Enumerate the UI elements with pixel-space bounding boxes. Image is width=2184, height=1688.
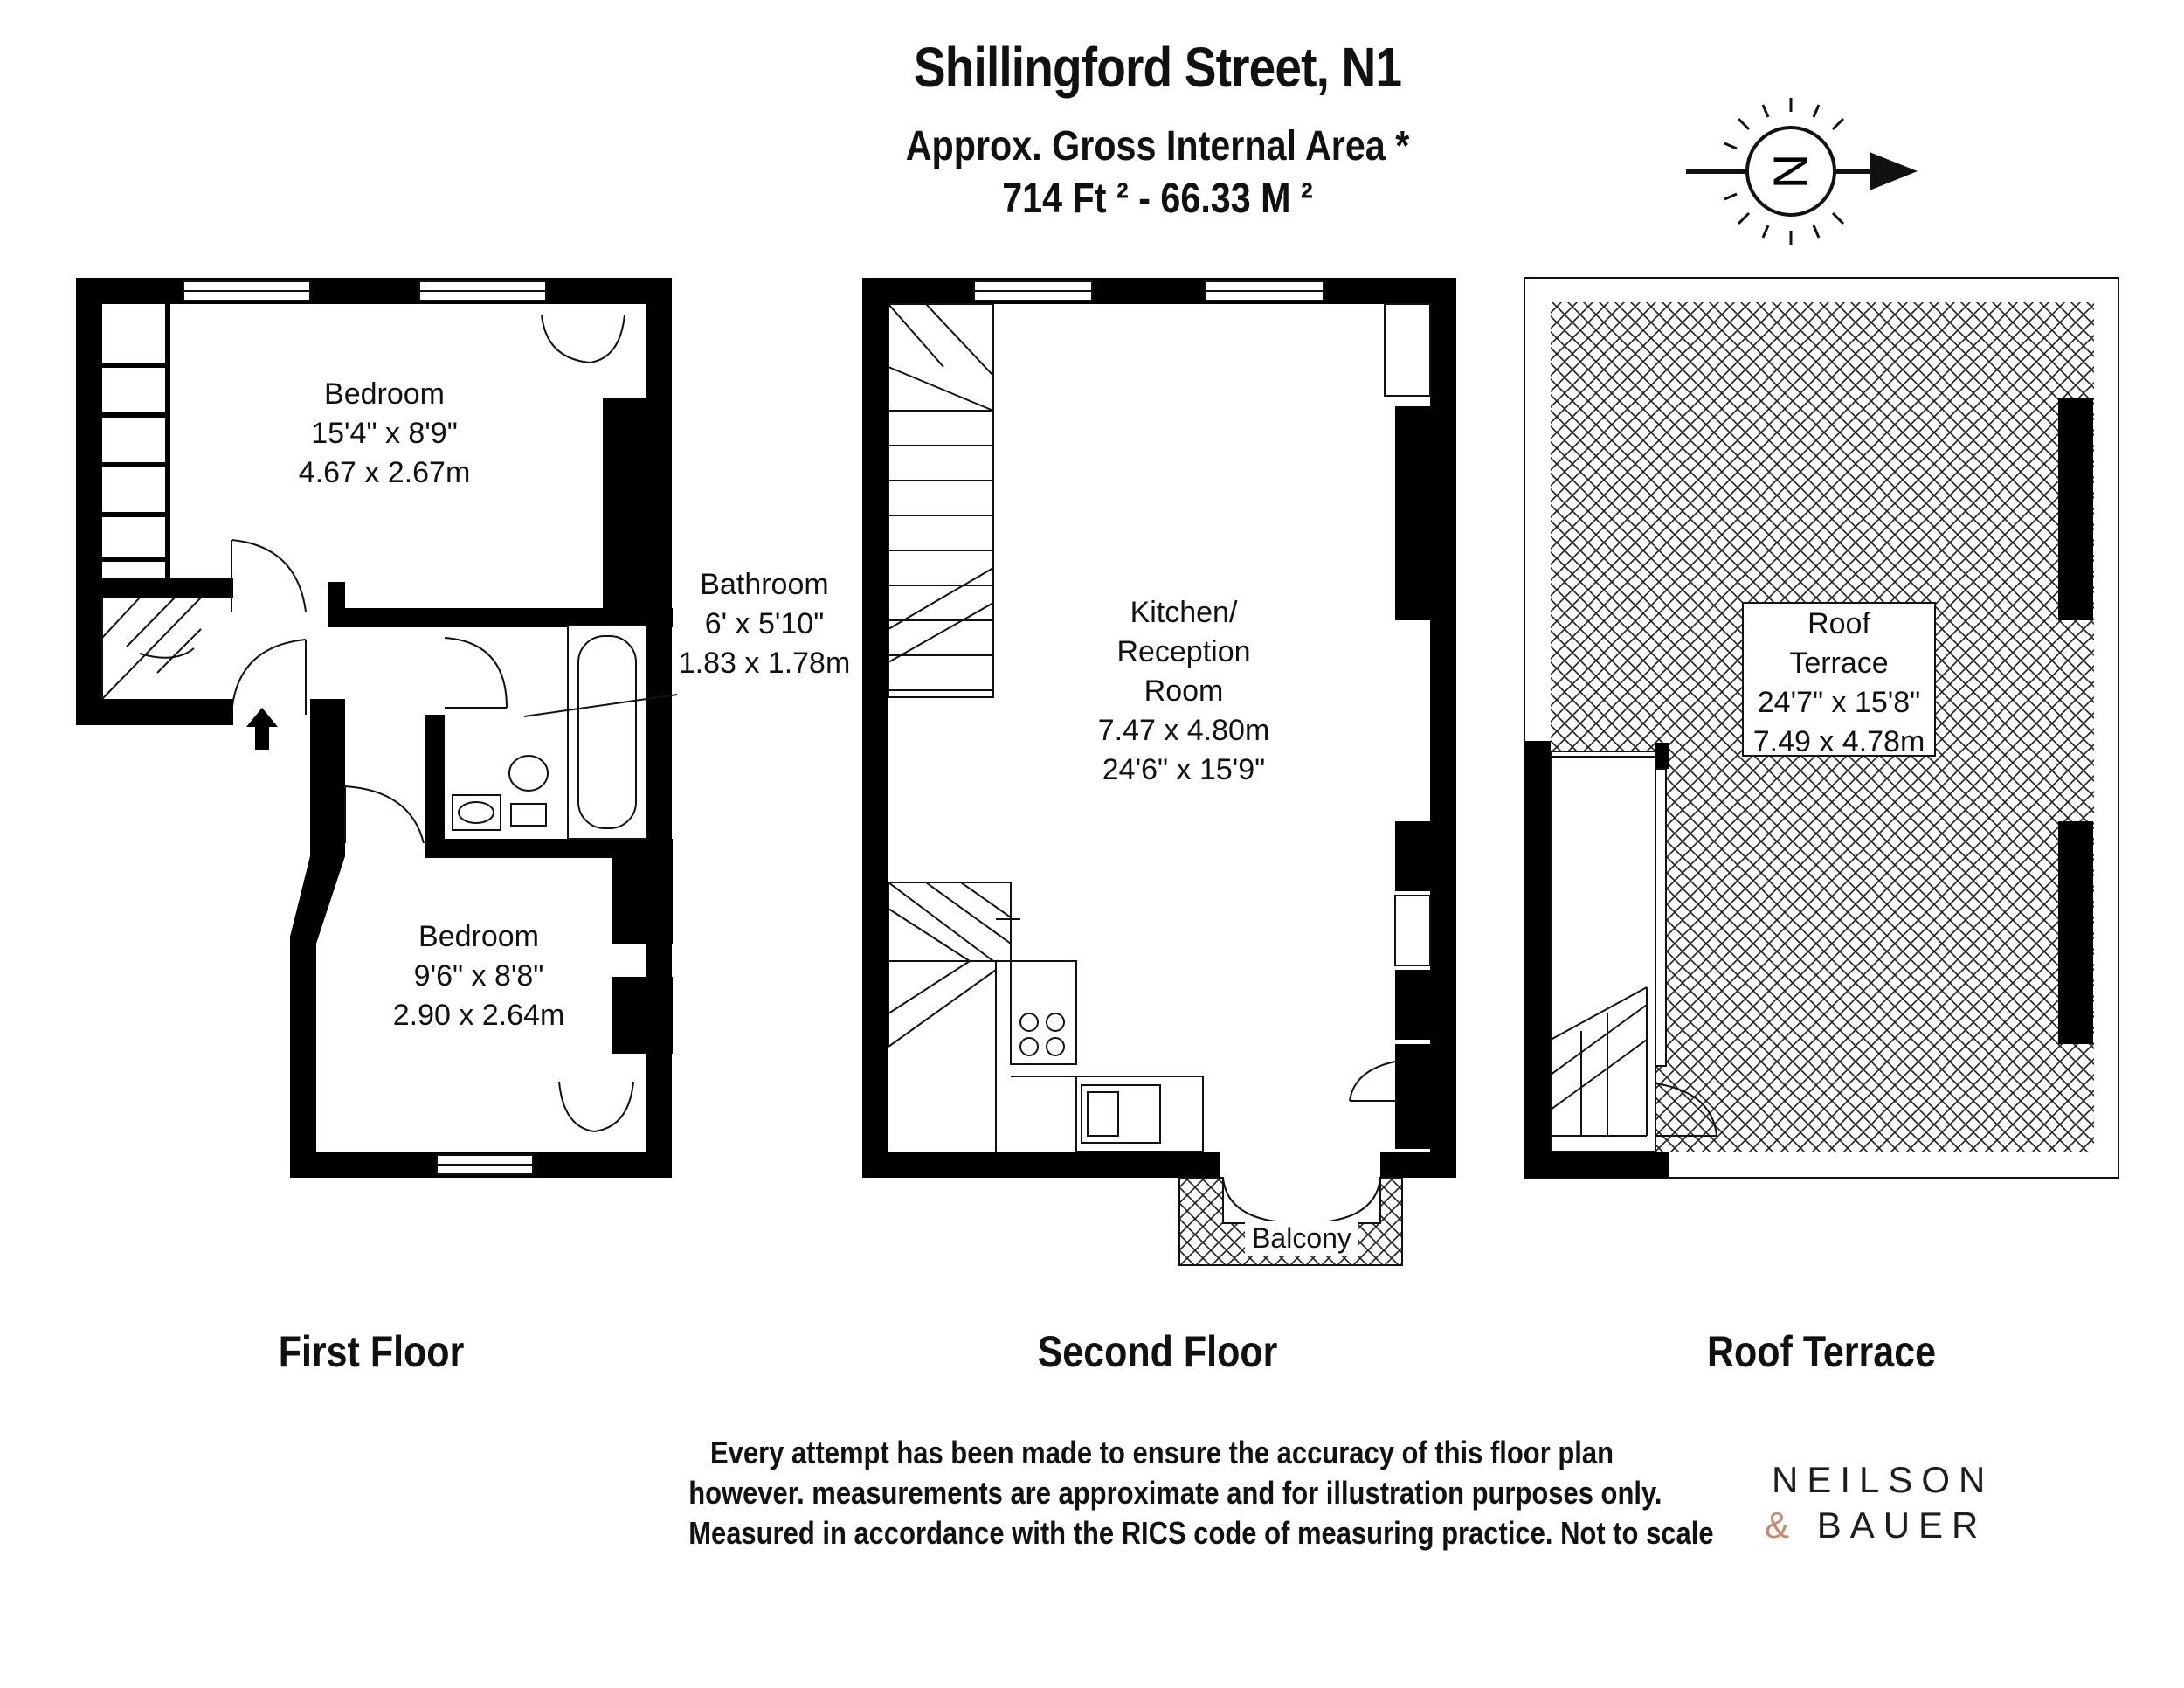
balcony — [1178, 1177, 1403, 1266]
page-title: Shillingford Street, N1 — [913, 36, 1402, 99]
room-dims-bedroom1-metric: 4.67 x 2.67m — [299, 456, 471, 489]
disclaimer-line-2: however. measurements are approximate an… — [688, 1475, 1662, 1511]
room-dims-bedroom2-imperial: 9'6" x 8'8" — [414, 959, 544, 993]
room-name-kitchen-1: Kitchen/ — [1130, 596, 1238, 629]
room-dims-kitchen-metric: 7.47 x 4.80m — [1098, 714, 1270, 747]
brand-logo-word: BAUER — [1816, 1505, 1987, 1546]
room-name-kitchen-3: Room — [1144, 675, 1224, 708]
room-name-bedroom2: Bedroom — [418, 920, 539, 953]
room-dims-bedroom2-metric: 2.90 x 2.64m — [393, 999, 565, 1032]
room-name-balcony: Balcony — [1252, 1222, 1351, 1254]
floor-label-second: Second Floor — [1037, 1327, 1278, 1376]
second-floor-walls — [862, 278, 1456, 1178]
room-dims-roof-imperial: 24'7" x 15'8" — [1758, 686, 1920, 719]
brand-ampersand: & — [1765, 1505, 1799, 1546]
room-name-bathroom: Bathroom — [700, 568, 828, 601]
area-heading: Approx. Gross Internal Area * — [905, 123, 1410, 169]
north-compass-icon: N — [1686, 98, 1918, 245]
room-name-roof-1: Roof — [1807, 607, 1870, 640]
brand-logo-line-2: & BAUER — [1765, 1505, 1987, 1546]
floor-label-roof: Roof Terrace — [1706, 1327, 1937, 1376]
disclaimer-line-3: Measured in accordance with the RICS cod… — [688, 1515, 1714, 1551]
area-value: 714 Ft ² - 66.33 M ² — [1002, 176, 1313, 222]
first-floor-walls — [76, 278, 673, 1178]
first-floor-plan — [76, 278, 678, 1178]
roof-terrace-plan — [1524, 277, 2119, 1179]
disclaimer-line-1: Every attempt has been made to ensure th… — [709, 1435, 1614, 1470]
floor-label-first: First Floor — [278, 1327, 465, 1376]
room-dims-bedroom1-imperial: 15'4" x 8'9" — [311, 417, 458, 450]
room-name-roof-2: Terrace — [1789, 647, 1888, 680]
room-dims-kitchen-imperial: 24'6" x 15'9" — [1102, 753, 1265, 786]
second-floor-plan — [862, 278, 1456, 1266]
brand-logo-line-1: NEILSON — [1772, 1459, 1994, 1500]
compass-letter: N — [1764, 154, 1819, 189]
room-dims-bathroom-metric: 1.83 x 1.78m — [679, 647, 851, 680]
room-name-bedroom1: Bedroom — [324, 377, 445, 411]
room-dims-roof-metric: 7.49 x 4.78m — [1753, 725, 1925, 758]
room-dims-bathroom-imperial: 6' x 5'10" — [705, 607, 825, 640]
room-name-kitchen-2: Reception — [1116, 635, 1250, 668]
